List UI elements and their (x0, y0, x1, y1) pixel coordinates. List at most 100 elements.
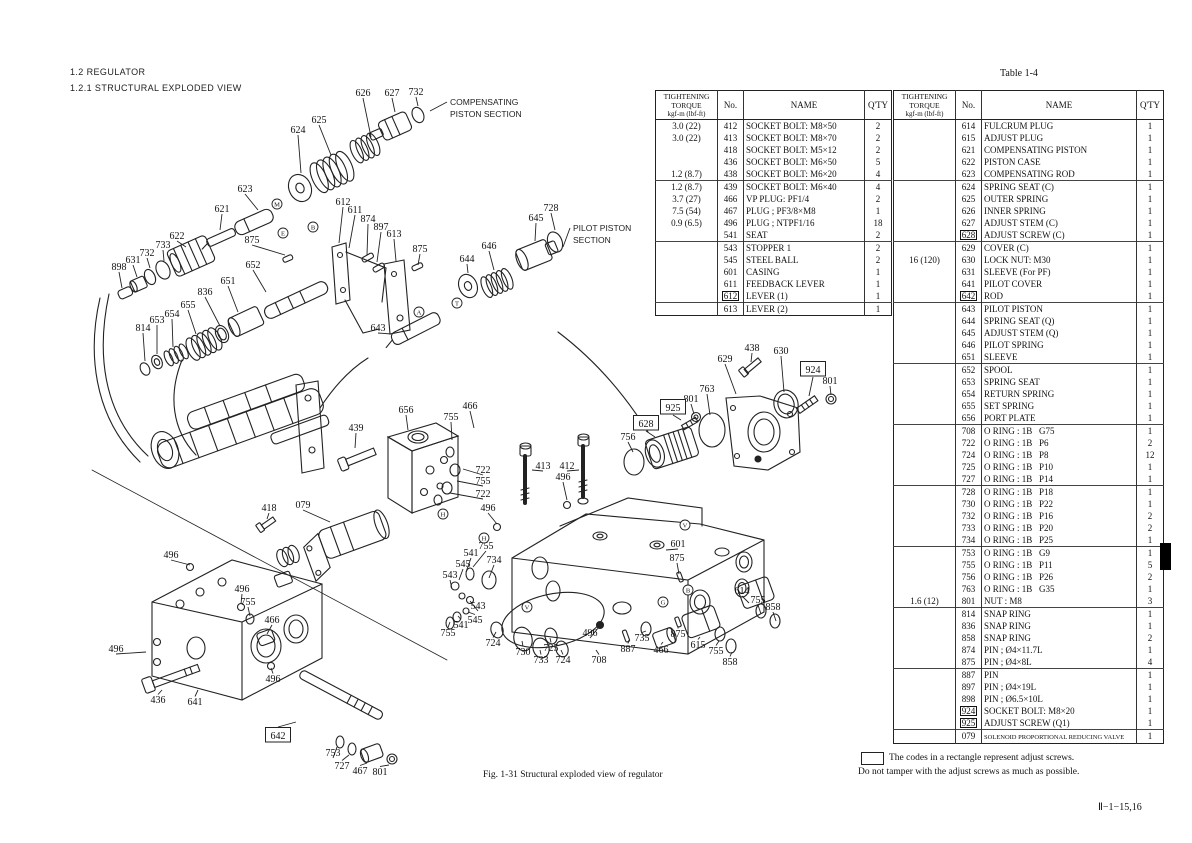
part-label: 763 (700, 384, 715, 395)
leader-line (562, 227, 571, 248)
leader-line (665, 548, 679, 551)
leader-line (142, 332, 146, 362)
leader-line (354, 432, 357, 449)
part-label: 614 (735, 586, 750, 597)
reference-point-letter: V (525, 605, 530, 612)
reference-point-circle (521, 601, 533, 613)
reference-point-circle (307, 221, 319, 233)
leader-line (539, 649, 542, 655)
leader-line (457, 615, 462, 620)
part-label: 722 (476, 489, 491, 500)
leader-line (227, 285, 239, 313)
leader-line (469, 600, 479, 612)
reference-point-letter: T (455, 301, 459, 308)
reference-point-letter: H (441, 512, 446, 519)
part-label: 612 (336, 197, 351, 208)
rod-assembly (299, 670, 398, 765)
adjust-screw-box-icon (861, 752, 884, 765)
leader-line (829, 385, 832, 396)
bolt-413 (519, 442, 532, 505)
part-label: 755 (241, 597, 256, 608)
part-label: 545 (468, 615, 483, 626)
part-label: 623 (238, 184, 253, 195)
leader-line (627, 441, 634, 453)
leader-line (487, 512, 498, 525)
part-label: 755 (444, 412, 459, 423)
part-label: 887 (621, 644, 636, 655)
leader-line (729, 651, 733, 657)
leader-line (348, 214, 356, 249)
part-label: 625 (312, 115, 327, 126)
part-label: 641 (188, 697, 203, 708)
part-label: 626 (356, 88, 371, 99)
leader-line (560, 649, 564, 655)
part-label: 801 (373, 767, 388, 778)
leader-line (706, 393, 711, 416)
part-label: 656 (399, 405, 414, 416)
part-label: 875 (670, 553, 685, 564)
leader-line (589, 626, 600, 639)
note-line-2: Do not tamper with the adjust screws as … (858, 767, 1080, 777)
part-label: 496 (109, 644, 124, 655)
leader-line (641, 630, 647, 633)
leader-line (462, 468, 484, 476)
col-header-torque: TIGHTENING TORQUE kgf-m (lbf-ft) (655, 90, 718, 121)
leader-line (465, 557, 472, 573)
leader-line (488, 250, 495, 271)
part-label: 858 (766, 602, 781, 613)
adjust-screw-label-box (265, 727, 291, 743)
page-edge-tab (1160, 543, 1171, 570)
leader-line (266, 512, 270, 520)
adjust-screw-label-box (633, 415, 659, 431)
part-label: 874 (361, 214, 376, 225)
part-label: 496 (481, 503, 496, 514)
pilot-cover-casing (141, 516, 323, 701)
leader-line (566, 469, 580, 472)
part-label: 722 (476, 465, 491, 476)
leader-line (417, 253, 421, 266)
part-label: 725 (544, 643, 559, 654)
part-label: 730 (516, 647, 531, 658)
leader-line (429, 101, 448, 112)
leader-line (297, 134, 302, 174)
part-label: 436 (151, 695, 166, 706)
leader-line (405, 414, 409, 431)
part-label: 733 (534, 655, 549, 666)
part-label: 466 (654, 645, 669, 656)
leader-line (162, 249, 165, 262)
leader-line (376, 231, 382, 263)
spool-assembly (139, 281, 329, 376)
part-label: 622 (170, 231, 185, 242)
bottom-parts (152, 500, 781, 671)
leader-line (676, 562, 680, 575)
leader-line (660, 641, 664, 645)
leader-line (391, 97, 396, 113)
leader-line (146, 257, 151, 269)
boxed-part-number: 612 (721, 291, 740, 302)
table-title: Table 1-4 (1000, 68, 1038, 79)
leader-line (447, 621, 451, 628)
leader-line (562, 481, 568, 501)
reference-point-letter: V (683, 523, 688, 530)
